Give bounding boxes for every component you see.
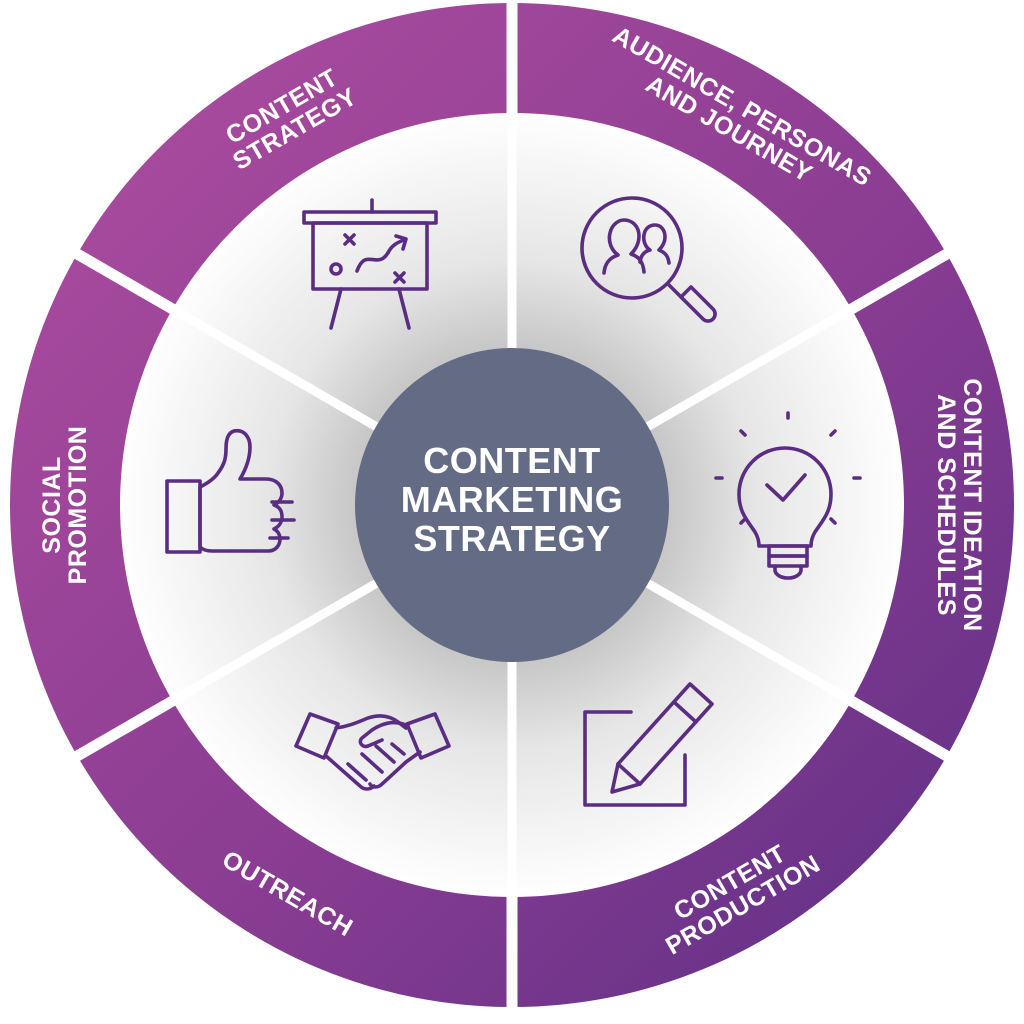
ring-label-line: SOCIAL [38,456,66,553]
segment-separators [65,0,959,1017]
ring-label-line: AND SCHEDULES [932,394,960,616]
hub-line-3: STRATEGY [413,518,610,559]
audience-search-icon [580,196,717,323]
hub-circle [355,348,669,662]
wedge-separator [639,576,854,705]
wedge-separator [170,305,385,434]
wedge-separator [170,576,385,705]
ring-separator [65,244,179,316]
hub-line-2: MARKETING [401,479,624,520]
ring-label-line: PROMOTION [64,426,92,585]
ring-label-line: CONTENT IDEATION [958,378,986,631]
edit-pencil-icon [583,682,714,807]
strategy-board-icon [302,198,438,330]
ring-separator [845,694,959,766]
handshake-icon [294,712,451,791]
hub-line-1: CONTENT [423,440,601,481]
ring-separator [845,244,959,316]
thumbs-up-icon [165,428,296,554]
lightbulb-check-icon [714,411,862,580]
ring-separator [65,694,179,766]
wedge-separator [639,305,854,434]
